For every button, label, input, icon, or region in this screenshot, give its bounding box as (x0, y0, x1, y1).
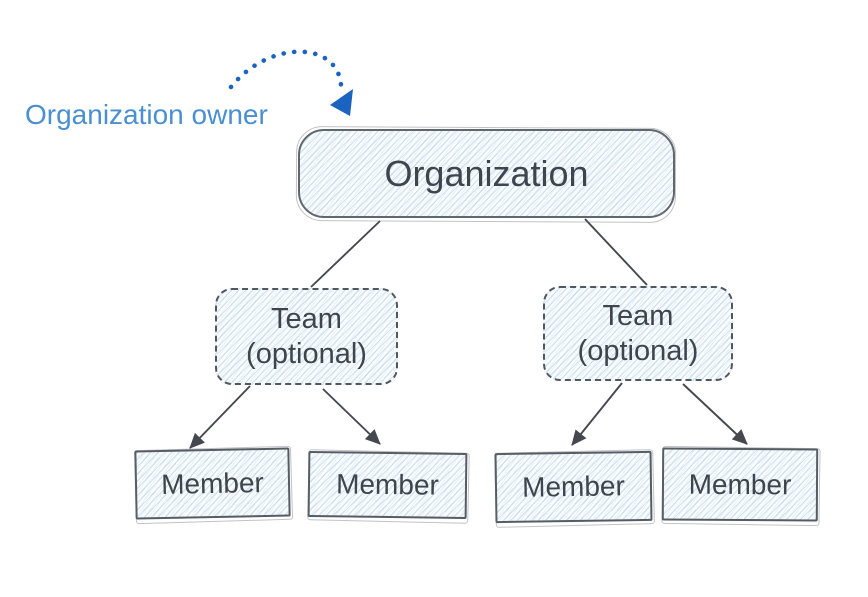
node-team-right: Team (optional) (543, 286, 733, 381)
node-member-4-label: Member (688, 468, 792, 500)
node-team-left-label: Team (271, 302, 342, 335)
node-member-3-label: Member (521, 470, 626, 503)
arrow-team-right-to-member-4 (682, 383, 748, 445)
node-team-left-sublabel: (optional) (246, 337, 367, 370)
node-member-2: Member (307, 451, 468, 519)
node-member-1-label: Member (160, 466, 265, 500)
node-team-right-sublabel: (optional) (577, 334, 699, 367)
node-member-2-label: Member (335, 468, 440, 501)
arrow-team-right-to-member-3 (571, 382, 623, 446)
node-team-right-label: Team (602, 299, 674, 332)
node-team-left: Team (optional) (215, 288, 398, 385)
node-member-3: Member (494, 450, 653, 524)
connector-org-to-team-left (310, 220, 381, 288)
node-organization-label: Organization (384, 152, 589, 194)
organization-owner-label: Organization owner (25, 99, 268, 130)
node-organization: Organization (298, 129, 675, 218)
connector-org-to-team-right (584, 218, 648, 286)
node-member-4: Member (661, 447, 819, 522)
owner-annotation-arrowhead (330, 89, 353, 116)
arrow-team-left-to-member-2 (322, 388, 381, 445)
node-member-1: Member (134, 447, 291, 520)
owner-annotation-arrow (228, 49, 344, 96)
arrow-team-left-to-member-1 (189, 385, 251, 449)
